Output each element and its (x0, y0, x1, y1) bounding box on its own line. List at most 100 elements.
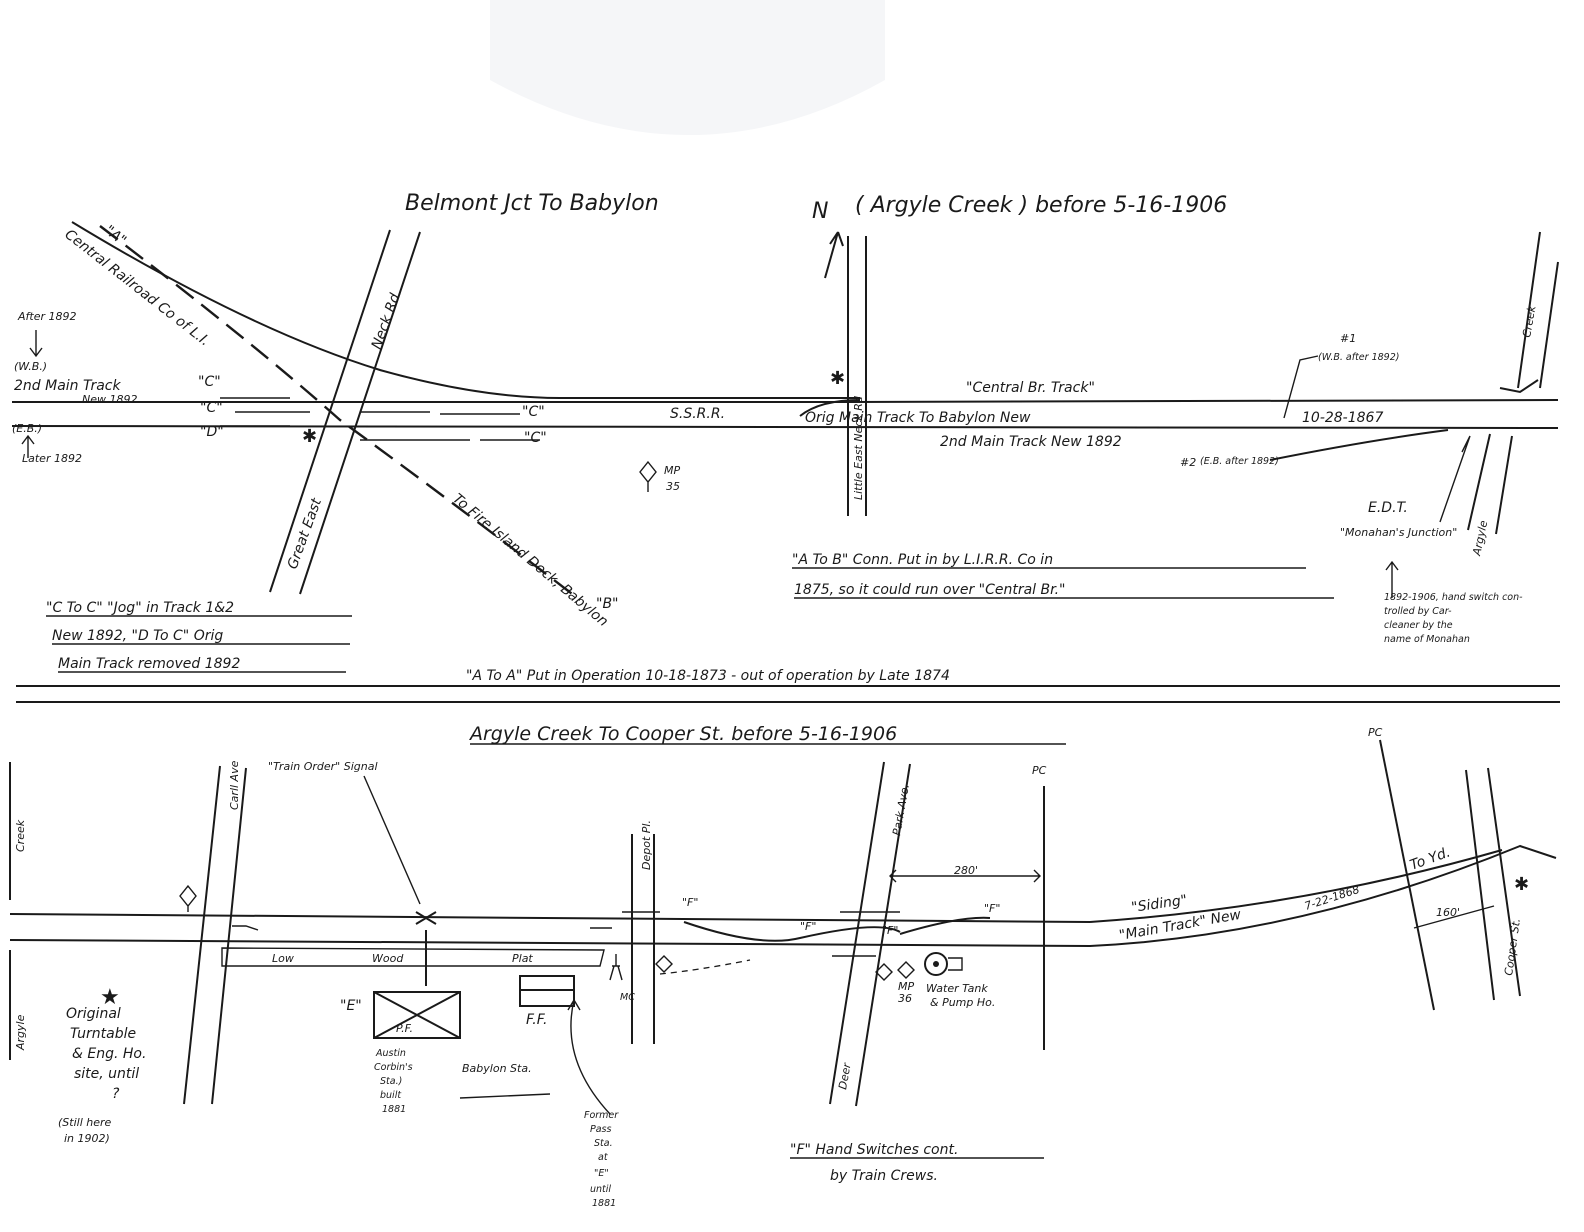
ff-building-icon (519, 975, 575, 1007)
switch-1-leader (1283, 355, 1319, 419)
turntable-star-icon: ★ (100, 985, 120, 1010)
train-order-signal-icon (415, 911, 437, 986)
upper-diagram: Belmont Jct To Babylon N ( Argyle Creek … (11, 191, 1559, 673)
upper-title: Belmont Jct To Babylon (405, 191, 659, 216)
switch-1-label: #1 (1340, 332, 1356, 345)
jog-lines-2 (220, 425, 540, 441)
new-1892-label: New 1892 (82, 393, 137, 406)
ctoc-note-line: New 1892, "D To C" Orig (52, 628, 223, 644)
bumper-icon (232, 925, 259, 931)
second-main-track-label: 2nd Main Track New 1892 (940, 434, 1122, 450)
arrow-down-icon (29, 330, 43, 358)
ab-note-underline (792, 567, 1334, 599)
central-br-track-label: "Central Br. Track" (966, 380, 1095, 396)
switch-f-1: "F" (682, 896, 698, 909)
austin-note-line: Sta.) (380, 1076, 402, 1087)
switch-2-label: #2 (1180, 456, 1196, 469)
creek-mouth (1499, 379, 1539, 394)
former-pass-line: Sta. (594, 1138, 613, 1149)
ab-connection-note: "A To B" Conn. Put in by L.I.R.R. Co in … (792, 552, 1334, 599)
neck-road (269, 229, 421, 595)
point-d: "D" (200, 424, 224, 440)
austin-note-line: Austin (375, 1048, 406, 1059)
mp36-bottom: 36 (898, 992, 912, 1005)
central-branch-track (71, 221, 860, 399)
bumper-icon-2 (590, 911, 660, 929)
creek-channel (1517, 231, 1559, 389)
low-wood-platform (221, 947, 605, 967)
platform-label: Plat (512, 952, 533, 965)
switch-1-note: (W.B. after 1892) (1318, 352, 1399, 363)
ssrr-label: S.S.R.R. (670, 406, 725, 422)
later-1892-label: Later 1892 (22, 452, 82, 465)
signal-star-icon-2: ✱ (830, 368, 845, 389)
wb-label: (W.B.) (14, 360, 47, 373)
monahan-note: 1892-1906, hand switch con- trolled by C… (1384, 592, 1523, 645)
fire-island-connection (99, 225, 581, 601)
ab-note-line: 1875, so it could run over "Central Br." (794, 582, 1065, 598)
former-pass-note: Former Pass Sta. at "E" until 1881 (584, 1110, 619, 1209)
austin-note-line: 1881 (382, 1104, 406, 1115)
dim-280-line (889, 869, 1041, 883)
former-pass-leader (567, 998, 611, 1115)
ff-label: F.F. (526, 1012, 547, 1028)
argyle-left-label: Argyle (14, 1014, 27, 1051)
pump-house-label: & Pump Ho. (930, 996, 995, 1009)
dim-160: 160' (1436, 906, 1460, 919)
edt-label: E.D.T. (1368, 500, 1408, 516)
former-pass-line: until (590, 1184, 611, 1195)
depot-pl-label: Depot Pl. (640, 820, 653, 870)
siding-curve (1089, 849, 1503, 923)
park-ave-label: Park Ave. (890, 783, 912, 837)
former-pass-line: 1881 (592, 1198, 616, 1209)
ctoc-note-underline (46, 615, 352, 673)
ctoc-note-line: Main Track removed 1892 (58, 656, 240, 672)
section-divider (16, 685, 1560, 703)
water-tank-icon (924, 952, 948, 976)
signal-star-icon: ✱ (302, 426, 317, 447)
dim-280: 280' (954, 864, 978, 877)
main-track-1 (12, 399, 1559, 403)
orig-main-jog (799, 399, 861, 417)
argyle-label: Argyle (1470, 519, 1490, 557)
monahan-note-line: 1892-1906, hand switch con- (1384, 592, 1523, 603)
label-a: "A" (102, 223, 130, 249)
second-main-label: 2nd Main Track (14, 378, 121, 394)
arrow-up-icon (21, 434, 35, 458)
former-pass-line: "E" (594, 1168, 609, 1179)
train-order-signal-label: "Train Order" Signal (268, 760, 378, 773)
mp36-top: MP (898, 980, 914, 993)
crossover-2 (899, 916, 991, 935)
switch-f-3: "F" (882, 924, 898, 937)
turntable-line: & Eng. Ho. (72, 1046, 146, 1062)
crossover-1 (683, 921, 901, 942)
milepost-diamond-icon (179, 884, 197, 912)
milepost-diamond-icon-2 (655, 955, 673, 973)
scan-shadow (490, 0, 885, 135)
north-arrow (824, 231, 844, 279)
turntable-note: Original Turntable & Eng. Ho. site, unti… (58, 1006, 146, 1145)
f-note-line: by Train Crews. (830, 1168, 938, 1184)
austin-note-line: built (380, 1090, 402, 1101)
monahan-note-line: trolled by Car- (1384, 606, 1452, 617)
ctoc-note-line: "C To C" "Jog" in Track 1&2 (46, 600, 234, 616)
ab-note-line: "A To B" Conn. Put in by L.I.R.R. Co in (792, 552, 1053, 568)
point-c-2: "C" (200, 400, 223, 416)
cooper-st-label: Cooper St. (1502, 917, 1523, 976)
pf-label: P.F. (396, 1022, 413, 1035)
pc-line-2 (1379, 739, 1435, 1011)
point-c-3: "C" (522, 404, 545, 420)
creek-label: Creek (1520, 304, 1538, 338)
f-switch-note: "F" Hand Switches cont. by Train Crews. (790, 1142, 1044, 1184)
babylon-sta-label: Babylon Sta. (462, 1062, 532, 1075)
siding-label: "Siding" (1130, 892, 1188, 916)
mp35-bottom: 35 (666, 480, 680, 493)
arrow-up-icon-2 (1385, 560, 1399, 598)
ctoc-note: "C To C" "Jog" in Track 1&2 New 1892, "D… (46, 600, 352, 673)
mc-label: MC (620, 992, 635, 1003)
turntable-line: Original (66, 1006, 121, 1022)
carll-avenue (183, 765, 247, 1105)
pump-house-icon (948, 957, 963, 971)
argyle-channel (1467, 433, 1513, 535)
